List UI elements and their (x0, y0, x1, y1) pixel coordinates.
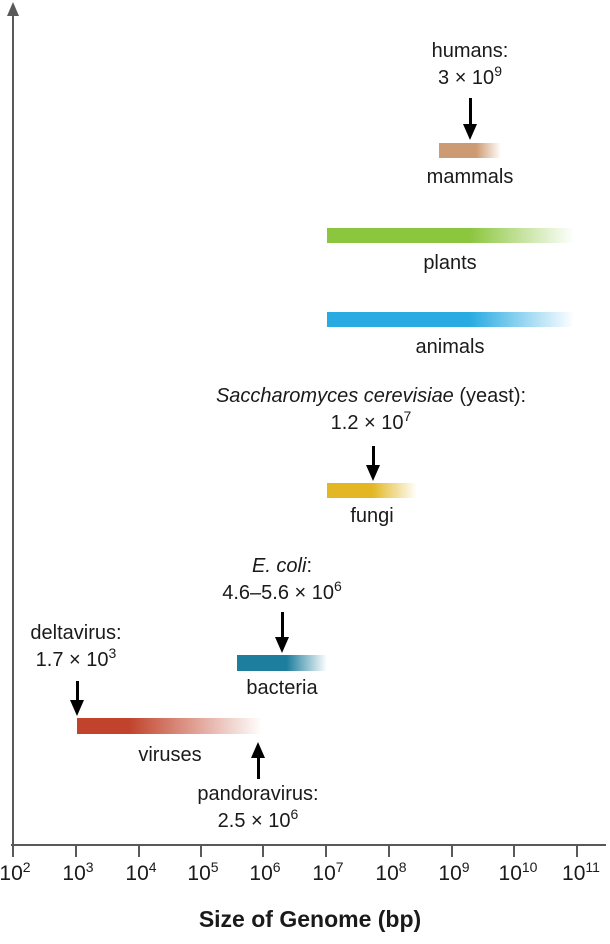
annotation-ecoli: E. coli: 4.6–5.6 × 106 (222, 553, 342, 608)
x-tick-label: 105 (187, 859, 219, 885)
annotation-pandoravirus-value: 2.5 × 106 (217, 806, 299, 832)
annotation-humans: humans: 3 × 109 (432, 38, 509, 93)
bar-label-bacteria: bacteria (246, 677, 318, 699)
x-tick (576, 846, 578, 857)
x-axis-title: Size of Genome (bp) (198, 906, 422, 932)
annotation-yeast-label: Saccharomyces cerevisiae (yeast): (215, 385, 527, 407)
arrow-down-yeast-icon (365, 446, 381, 481)
x-tick-label: 109 (438, 859, 470, 885)
x-tick (75, 846, 77, 857)
bar-mammals (439, 143, 501, 158)
y-axis-arrow-icon (7, 2, 19, 16)
x-tick (138, 846, 140, 857)
annotation-humans-label: humans: (431, 40, 509, 62)
x-tick (325, 846, 327, 857)
annotation-humans-value: 3 × 109 (438, 63, 502, 89)
x-tick (513, 846, 515, 857)
annotation-yeast: Saccharomyces cerevisiae (yeast): 1.2 × … (216, 383, 526, 438)
bar-label-viruses: viruses (138, 744, 202, 766)
x-tick (451, 846, 453, 857)
bar-fungi (327, 483, 417, 498)
x-tick-label: 103 (62, 859, 94, 885)
annotation-deltavirus-label: deltavirus: (30, 622, 122, 644)
x-tick-label: 1010 (498, 859, 538, 885)
annotation-yeast-value: 1.2 × 107 (330, 408, 412, 434)
annotation-ecoli-label: E. coli: (251, 555, 313, 577)
annotation-pandoravirus: pandoravirus: 2.5 × 106 (197, 781, 318, 836)
x-tick-label: 104 (125, 859, 157, 885)
x-tick (12, 846, 14, 857)
bar-viruses (77, 718, 262, 734)
arrow-down-ecoli-icon (274, 612, 290, 653)
arrow-down-humans-icon (462, 98, 478, 140)
x-tick-label: 1011 (562, 859, 600, 885)
bar-label-mammals: mammals (426, 166, 514, 188)
x-tick (388, 846, 390, 857)
x-axis-line (11, 844, 606, 846)
x-tick-label: 108 (375, 859, 407, 885)
bar-animals (327, 312, 574, 327)
bar-label-animals: animals (415, 336, 485, 358)
y-axis-line (12, 13, 14, 846)
x-tick-label: 102 (0, 859, 31, 885)
bar-label-fungi: fungi (350, 505, 394, 527)
arrow-up-pandoravirus-icon (250, 742, 266, 779)
annotation-deltavirus: deltavirus: 1.7 × 103 (30, 620, 121, 675)
annotation-deltavirus-value: 1.7 × 103 (35, 645, 117, 671)
bar-bacteria (237, 655, 327, 671)
bar-plants (327, 228, 574, 243)
x-tick (262, 846, 264, 857)
annotation-pandoravirus-label: pandoravirus: (197, 783, 319, 805)
annotation-ecoli-value: 4.6–5.6 × 106 (222, 578, 342, 604)
x-tick-label: 106 (249, 859, 281, 885)
x-tick-label: 107 (312, 859, 344, 885)
x-tick (200, 846, 202, 857)
bar-label-plants: plants (423, 252, 477, 274)
arrow-down-deltavirus-icon (69, 681, 85, 716)
